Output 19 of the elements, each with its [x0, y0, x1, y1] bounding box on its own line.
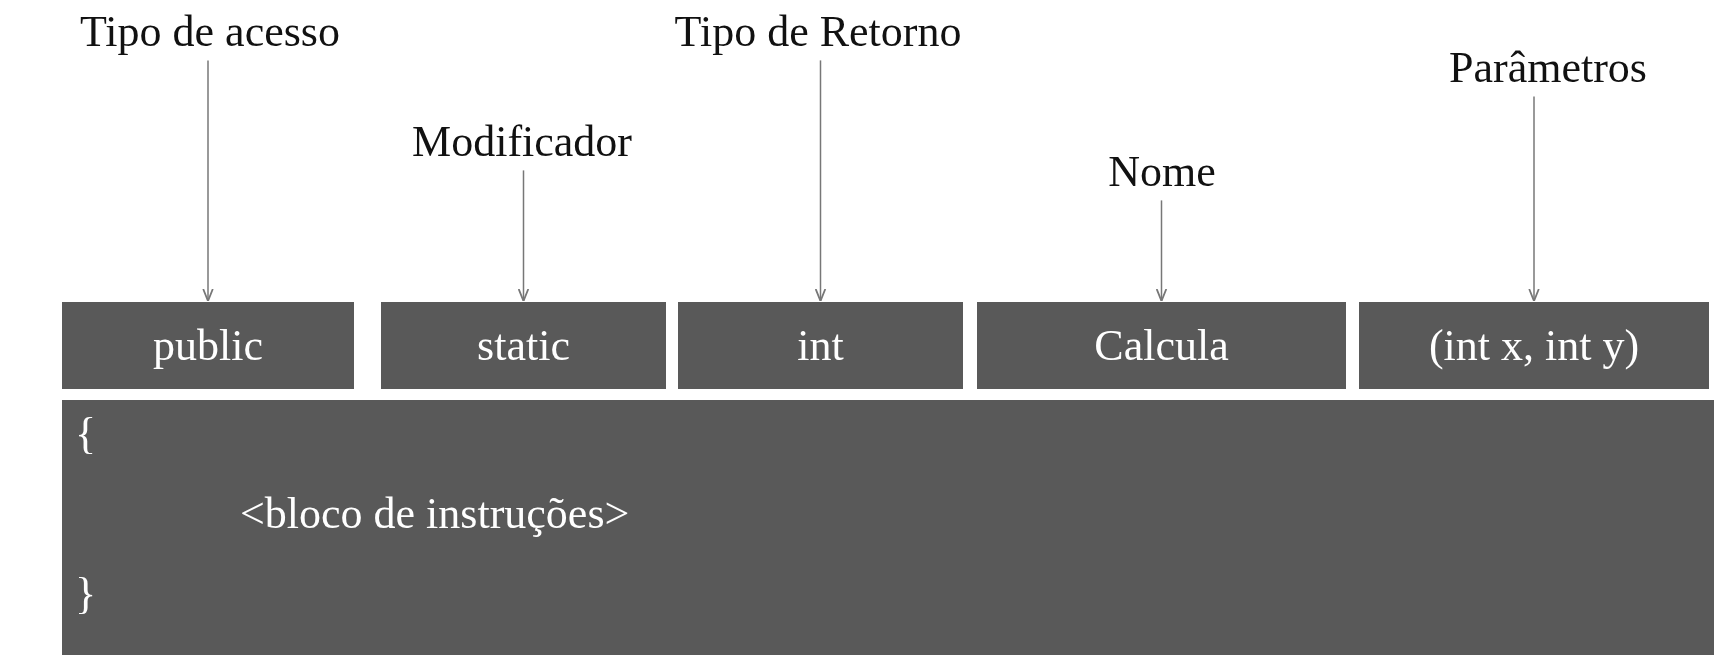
leader-arrow	[1155, 199, 1168, 302]
keyword-box: int	[678, 302, 963, 389]
label-text: Parâmetros	[1449, 44, 1647, 93]
label-text: Tipo de Retorno	[674, 8, 962, 57]
leader-arrow	[814, 59, 827, 302]
leader-arrow	[517, 169, 530, 302]
keyword-box: Calcula	[977, 302, 1346, 389]
code-text: {	[75, 410, 97, 459]
keyword-box: public	[62, 302, 354, 389]
keyword-box: static	[381, 302, 666, 389]
keyword-box: (int x, int y)	[1359, 302, 1709, 389]
code-text: }	[75, 570, 97, 619]
code-text: <bloco de instruções>	[240, 490, 630, 539]
label-text: Nome	[1108, 148, 1216, 197]
code-block	[62, 400, 1714, 655]
leader-arrow	[202, 59, 214, 302]
leader-arrow	[1528, 95, 1540, 302]
label-text: Modificador	[412, 118, 632, 167]
label-text: Tipo de acesso	[80, 8, 340, 57]
